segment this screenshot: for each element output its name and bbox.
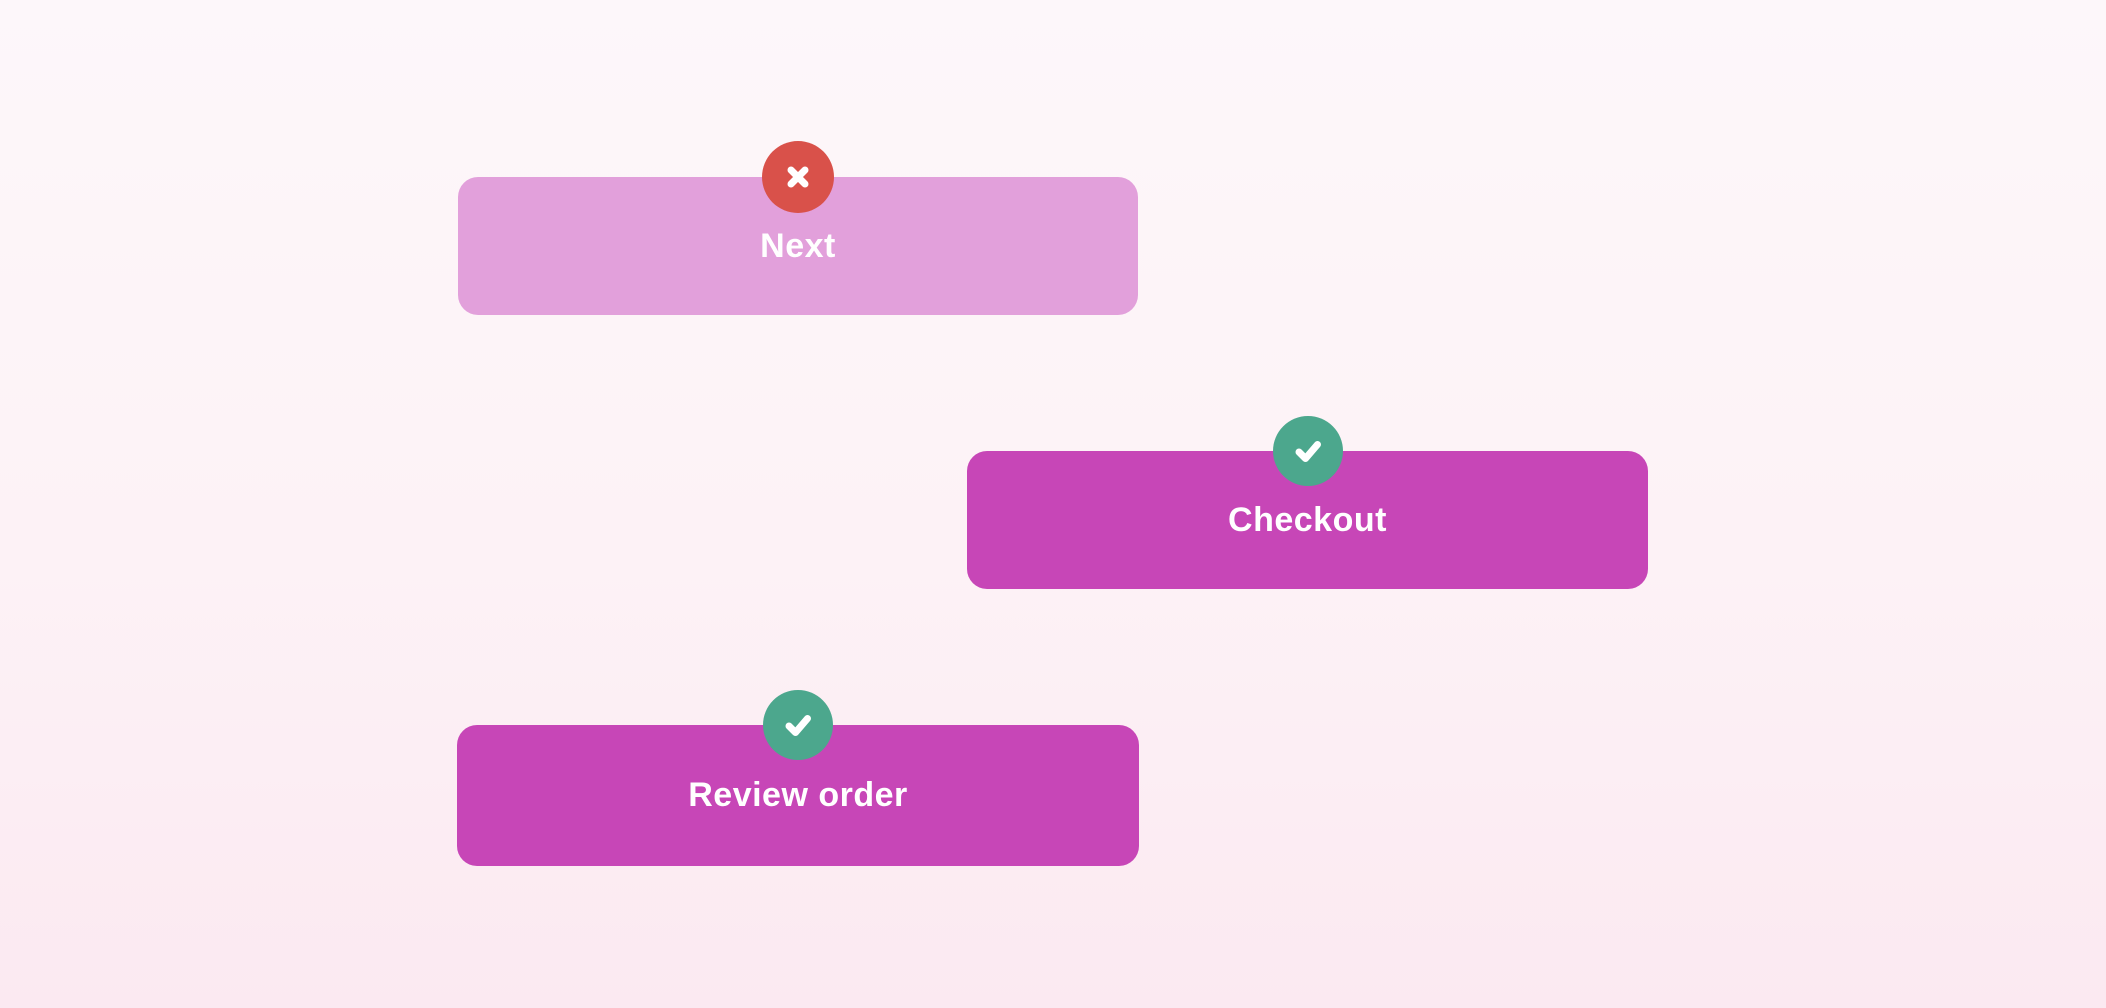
success-badge — [763, 690, 833, 760]
review-order-button-label: Review order — [688, 776, 908, 814]
checkout-button[interactable]: Checkout — [967, 416, 1648, 589]
check-icon — [785, 715, 811, 736]
next-button[interactable]: Next — [458, 141, 1138, 315]
x-icon — [787, 166, 809, 188]
checkout-button-label: Checkout — [1228, 500, 1387, 539]
error-badge — [762, 141, 834, 213]
review-order-button[interactable]: Review order — [457, 690, 1139, 866]
check-icon — [1295, 441, 1321, 462]
success-badge — [1272, 416, 1343, 486]
next-button-label: Next — [760, 226, 836, 265]
